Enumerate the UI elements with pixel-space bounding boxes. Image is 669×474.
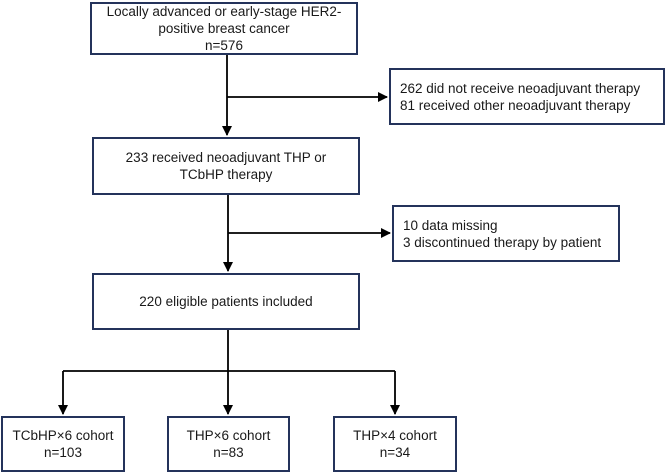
cohort-1-count: n=103 — [44, 445, 82, 460]
cohort-1-label: TCbHP×6 cohort — [12, 428, 114, 443]
eligible-line-1: 220 eligible patients included — [139, 294, 313, 309]
cohort-2-count: n=83 — [213, 445, 244, 460]
exclusion-box-2: 10 data missing 3 discontinued therapy b… — [392, 205, 620, 262]
treatment-box: 233 received neoadjuvant THP or TCbHP th… — [92, 137, 360, 195]
cohort-3-label: THP×4 cohort — [353, 428, 437, 443]
eligible-box: 220 eligible patients included — [92, 273, 360, 330]
enrollment-line-2: positive breast cancer — [158, 21, 290, 36]
cohort-3-count: n=34 — [379, 445, 411, 460]
enrollment-count: n=576 — [205, 38, 243, 53]
cohort-2-label: THP×6 cohort — [186, 428, 271, 443]
exclusion-2-line-2: 3 discontinued therapy by patient — [403, 234, 602, 250]
cohort-box-thp4: THP×4 cohort n=34 — [333, 416, 457, 472]
exclusion-1-line-1: 262 did not receive neoadjuvant therapy — [400, 80, 641, 96]
treatment-line-2: TCbHP therapy — [179, 167, 273, 182]
enrollment-line-1: Locally advanced or early-stage HER2- — [106, 4, 342, 19]
cohort-box-tcbhp6: TCbHP×6 cohort n=103 — [1, 416, 125, 472]
exclusion-1-line-2: 81 received other neoadjuvant therapy — [400, 97, 631, 113]
enrollment-box: Locally advanced or early-stage HER2- po… — [90, 2, 358, 55]
exclusion-box-1: 262 did not receive neoadjuvant therapy … — [389, 68, 665, 125]
treatment-line-1: 233 received neoadjuvant THP or — [125, 150, 327, 165]
cohort-box-thp6: THP×6 cohort n=83 — [167, 416, 290, 472]
exclusion-2-line-1: 10 data missing — [403, 217, 498, 233]
